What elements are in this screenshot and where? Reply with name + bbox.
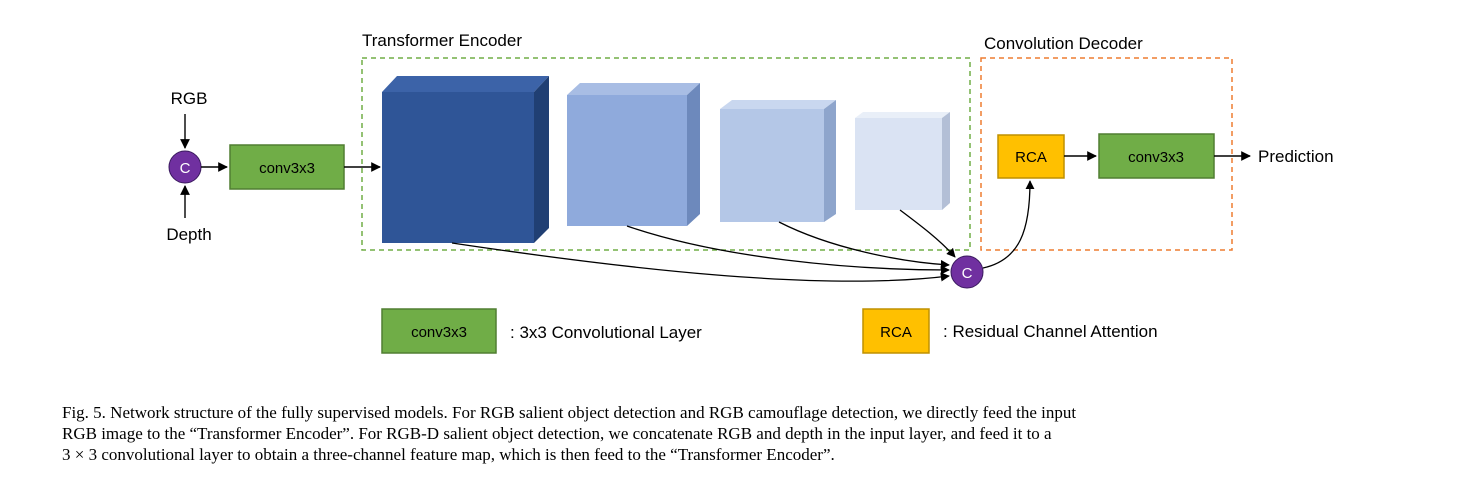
decoder-conv-block: [1098, 133, 1215, 179]
encoder-stage-2: [567, 83, 700, 226]
encoder-stage-3: [720, 100, 836, 222]
skip-connection-1: [451, 242, 950, 282]
caption-line-1: Fig. 5. Network structure of the fully s…: [62, 403, 1077, 422]
legend-conv-swatch-label: conv3x3: [411, 324, 467, 341]
legend-rca-description: : Residual Channel Attention: [943, 322, 1158, 341]
output-label: Prediction: [1258, 147, 1334, 166]
legend-rca-swatch: [862, 308, 930, 354]
input-conv-block: [229, 144, 345, 190]
encoder-stage-1: [382, 76, 549, 243]
decoder-conv-label: conv3x3: [1128, 149, 1184, 166]
input-concat-symbol: C: [180, 160, 191, 177]
decoder-title: Convolution Decoder: [984, 34, 1143, 53]
decoder-region: [980, 57, 1233, 251]
decoder-concat-symbol: C: [962, 265, 973, 282]
legend-conv-description: : 3x3 Convolutional Layer: [510, 323, 702, 342]
caption-line-2: RGB image to the “Transformer Encoder”. …: [62, 424, 1052, 443]
skip-connection-3: [778, 221, 950, 270]
encoder-stage-4: [855, 112, 950, 210]
legend-conv-swatch: [381, 308, 497, 354]
network-diagram: Transformer Encoder Convolution Decoder …: [166, 31, 1334, 354]
encoder-title: Transformer Encoder: [362, 31, 522, 50]
decoder-concat-node: [950, 255, 984, 289]
concat-to-rca-arrow: [982, 180, 1035, 269]
legend-rca-swatch-label: RCA: [880, 324, 912, 341]
rca-block: [997, 134, 1065, 179]
input-rgb-label: RGB: [171, 89, 208, 108]
skip-connection-4: [899, 209, 956, 258]
figure-caption: Fig. 5. Network structure of the fully s…: [62, 402, 1452, 465]
input-conv-label: conv3x3: [259, 160, 315, 177]
rca-label: RCA: [1015, 149, 1047, 166]
skip-connection-2: [626, 225, 950, 275]
caption-line-3: 3 × 3 convolutional layer to obtain a th…: [62, 445, 835, 464]
encoder-region: [361, 57, 971, 251]
input-depth-label: Depth: [166, 225, 211, 244]
